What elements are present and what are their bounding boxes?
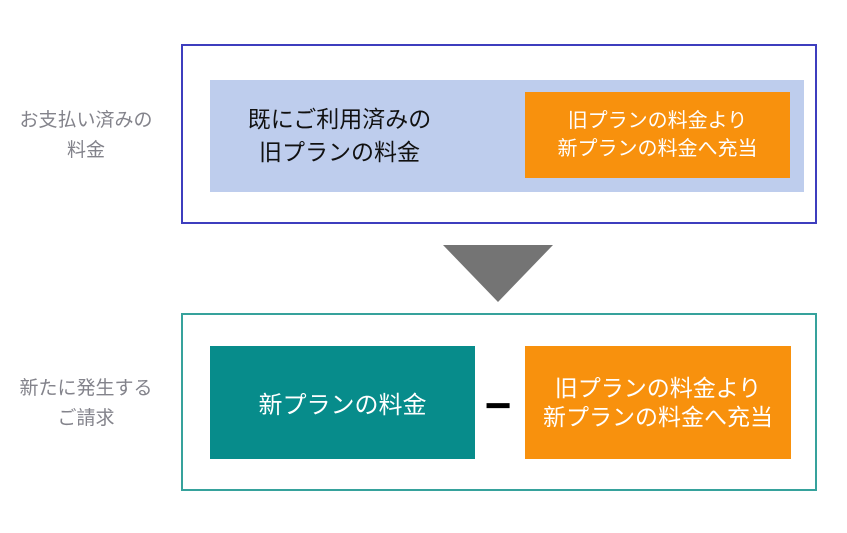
credit-to-new-plan-box-top: 旧プランの料金より 新プランの料金へ充当 bbox=[525, 92, 790, 178]
new-plan-fee-box: 新プランの料金 bbox=[210, 346, 475, 459]
credit-to-new-plan-box-bottom: 旧プランの料金より 新プランの料金へ充当 bbox=[525, 346, 791, 459]
used-old-plan-fee-text: 既にご利用済みの 旧プランの料金 bbox=[247, 106, 432, 165]
down-arrow-icon bbox=[443, 245, 553, 302]
minus-sign: − bbox=[484, 379, 512, 431]
paid-fees-label: お支払い済みの 料金 bbox=[19, 110, 153, 161]
new-billing-label: 新たに発生する ご請求 bbox=[19, 378, 153, 429]
